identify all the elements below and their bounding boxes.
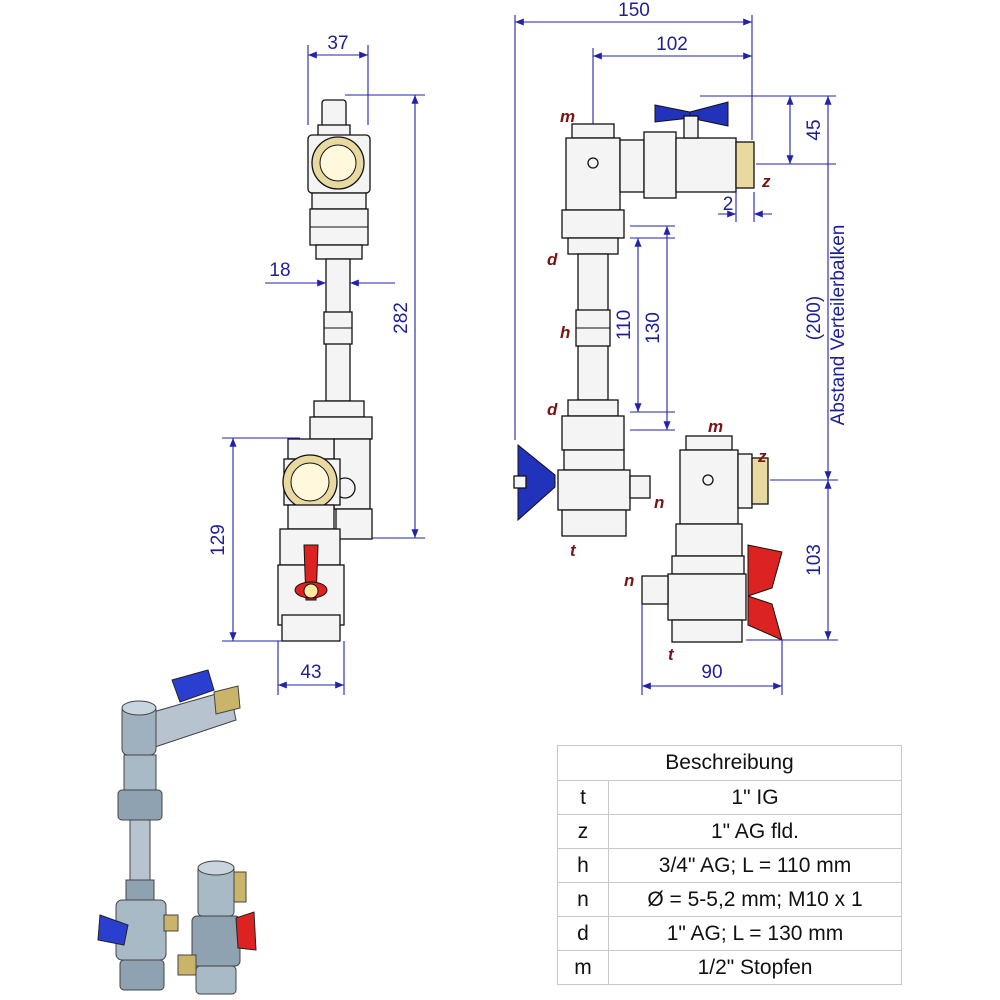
iso-red-handle [235,911,257,951]
table-row: h 3/4" AG; L = 110 mm [557,848,902,883]
label-t-upper: t [570,541,577,560]
dim-102: 102 [656,34,688,55]
dim-18: 18 [269,260,290,281]
dim-129: 129 [208,524,229,556]
label-t-lower: t [668,645,675,664]
red-handle-right [747,544,783,597]
dim-103: 103 [804,544,825,576]
label-n-upper: n [654,493,664,512]
dim-2: 2 [723,194,734,215]
dim-90: 90 [701,662,722,683]
row-key: m [557,950,609,985]
dim-37: 37 [327,33,348,54]
label-m-top: m [560,107,575,126]
dim-43: 43 [300,662,321,683]
brass-thread-z-bottom [751,457,769,505]
label-n-lower: n [624,571,634,590]
table-row: n Ø = 5-5,2 mm; M10 x 1 [557,882,902,917]
row-key: z [557,814,609,849]
row-value: 1/2" Stopfen [608,950,902,985]
row-value: 1" IG [608,780,902,815]
front-view-dimensions: 37 18 282 129 43 [208,33,425,695]
row-value: 3/4" AG; L = 110 mm [608,848,902,883]
brass-thread-z-top [735,141,755,189]
table-row: t 1" IG [557,780,902,815]
label-d-bottom: d [547,400,558,419]
iso-blue-handle-bottom [97,914,129,946]
row-key: d [557,916,609,951]
dim-282: 282 [391,302,412,334]
row-value: Ø = 5-5,2 mm; M10 x 1 [608,882,902,917]
side-view-assembly [513,101,783,643]
iso-blue-handle-top [171,669,215,703]
label-z-bottom: z [757,447,767,466]
part-labels: m z d h d m z n t n t [547,107,771,664]
table-row: m 1/2" Stopfen [557,950,902,985]
side-caption: Abstand Verteilerbalken [828,225,849,426]
dim-150: 150 [618,0,650,21]
label-m-bottom: m [708,417,723,436]
label-z-top: z [761,172,771,191]
row-value: 1" AG fld. [608,814,902,849]
table-row: z 1" AG fld. [557,814,902,849]
label-h: h [560,323,570,342]
drain-nipple-n-upper [629,475,651,499]
dim-110: 110 [614,310,635,340]
side-view-dimensions: 150 102 45 2 110 130 (200) Abstand Verte… [514,0,849,695]
row-value: 1" AG; L = 130 mm [608,916,902,951]
dim-130: 130 [643,312,664,344]
table-row: d 1" AG; L = 130 mm [557,916,902,951]
front-view-assembly [277,99,373,642]
isometric-rendering [97,669,257,995]
row-key: t [557,780,609,815]
row-key: n [557,882,609,917]
plug-m-top [571,123,615,139]
blue-handle-bottom [517,443,556,522]
table-header-row: Beschreibung [557,745,902,781]
dim-200: (200) [804,296,825,340]
table-header: Beschreibung [557,745,902,781]
dim-45: 45 [804,119,825,140]
description-table: Beschreibung t 1" IG z 1" AG fld. h 3/4"… [557,745,902,985]
drain-nipple-n-lower [641,575,669,605]
label-d-top: d [547,250,558,269]
row-key: h [557,848,609,883]
